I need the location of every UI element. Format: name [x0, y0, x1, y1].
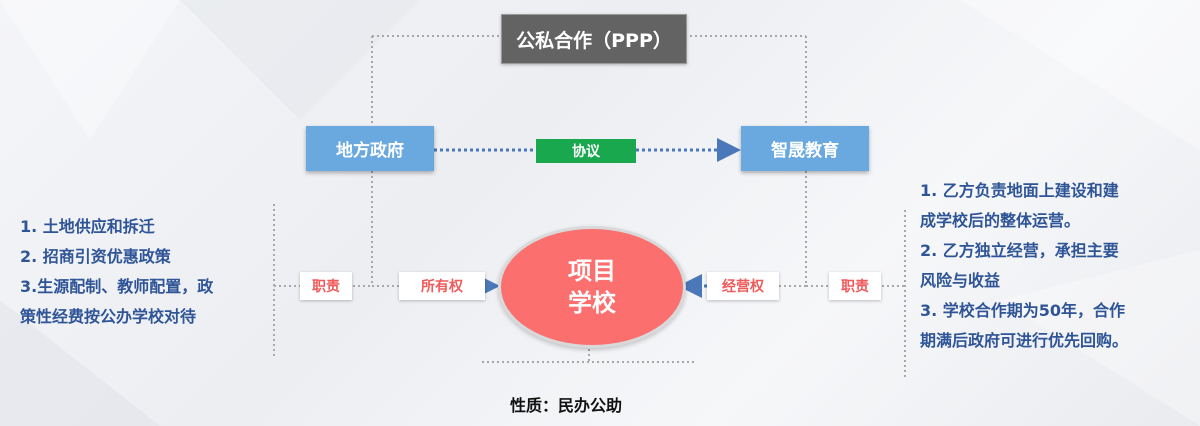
- ppp-title: 公私合作（PPP）: [501, 14, 687, 64]
- list-item: 策性经费按公办学校对待: [20, 307, 197, 326]
- agreement-label: 协议: [536, 139, 636, 163]
- list-item: 1. 乙方负责地面上建设和建: [920, 181, 1119, 200]
- nature-caption: 性质： 民办公助: [510, 392, 622, 416]
- government-duties-list: 1. 土地供应和拆迁 2. 招商引资优惠政策 3.生源配制、教师配置，政 策性经…: [20, 212, 275, 332]
- responsibility-tag-right: 职责: [829, 272, 881, 300]
- local-government-box: 地方政府: [306, 126, 434, 171]
- ownership-tag: 所有权: [399, 272, 485, 300]
- school-line-2: 学校: [568, 289, 616, 317]
- list-item: 2. 招商引资优惠政策: [20, 247, 171, 266]
- list-item: 2. 乙方独立经营，承担主要: [920, 241, 1119, 260]
- company-duties-list: 1. 乙方负责地面上建设和建 成学校后的整体运营。 2. 乙方独立经营，承担主要…: [920, 176, 1195, 356]
- list-item: 期满后政府可进行优先回购。: [920, 331, 1129, 350]
- list-item: 成学校后的整体运营。: [920, 211, 1081, 230]
- list-item: 风险与收益: [920, 271, 1001, 290]
- school-line-1: 项目: [568, 256, 616, 285]
- nature-label: 性质：: [510, 396, 559, 415]
- project-school-ellipse: 项目 学校: [498, 226, 686, 348]
- responsibility-tag-left: 职责: [300, 272, 352, 300]
- list-item: 3.生源配制、教师配置，政: [20, 277, 214, 296]
- nature-value: 民办公助: [558, 396, 623, 415]
- operation-right-tag: 经营权: [707, 272, 779, 300]
- zhisheng-education-box: 智晟教育: [741, 126, 869, 171]
- list-item: 3. 学校合作期为50年，合作: [920, 301, 1126, 320]
- list-item: 1. 土地供应和拆迁: [20, 217, 155, 236]
